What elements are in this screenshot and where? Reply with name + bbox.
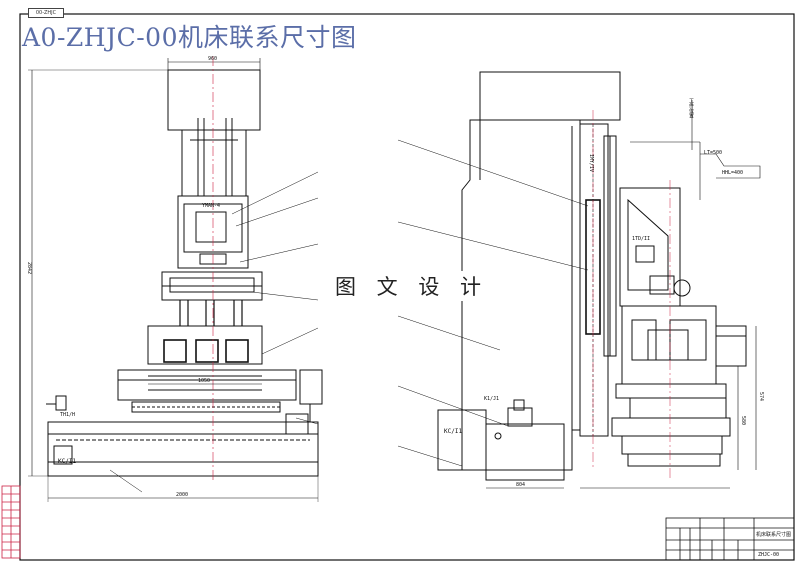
- station-label: TH1/H: [60, 412, 76, 418]
- revision-table: [1, 485, 21, 559]
- work-position-annotation: [630, 100, 761, 200]
- watermark: 图 文 设 计: [330, 271, 494, 301]
- title-block-drawing-no: ZHJC-00: [758, 552, 780, 558]
- dim-top-label: 960: [208, 56, 218, 62]
- dim-lt-label: LT=500: [704, 150, 723, 156]
- spindle-label: 1MY/IV: [588, 154, 594, 173]
- bottom-dim-label: 804: [516, 482, 526, 488]
- dim-hhl-label: HHL=400: [722, 170, 744, 176]
- side-view: [397, 71, 757, 489]
- dim-1050-label: 1050: [198, 378, 211, 384]
- front-base-label: KC/I1: [58, 458, 77, 465]
- work-position-label: 工件位置: [688, 98, 694, 118]
- front-view: [28, 56, 323, 502]
- title-block: [665, 517, 795, 561]
- side-left-box-label: KC/I1: [444, 428, 463, 435]
- title-block-name: 机床联系尺寸图: [756, 532, 792, 538]
- side-left-box-top-label: K1/J1: [484, 396, 500, 402]
- dim-left-height-label: 2842: [26, 262, 32, 275]
- dim-bottom-label: 2000: [176, 492, 189, 498]
- model-plate-label: YMAN-4: [202, 203, 221, 209]
- head-label: 1TD/II: [632, 236, 651, 242]
- lower-dim-label: 580: [740, 416, 746, 426]
- sheet-border: [19, 13, 795, 561]
- right-dim-label: 574: [758, 392, 764, 402]
- drawing-title: A0-ZHJC-00机床联系尺寸图: [22, 23, 357, 52]
- sheet-tag: 00-ZHJC: [28, 8, 64, 18]
